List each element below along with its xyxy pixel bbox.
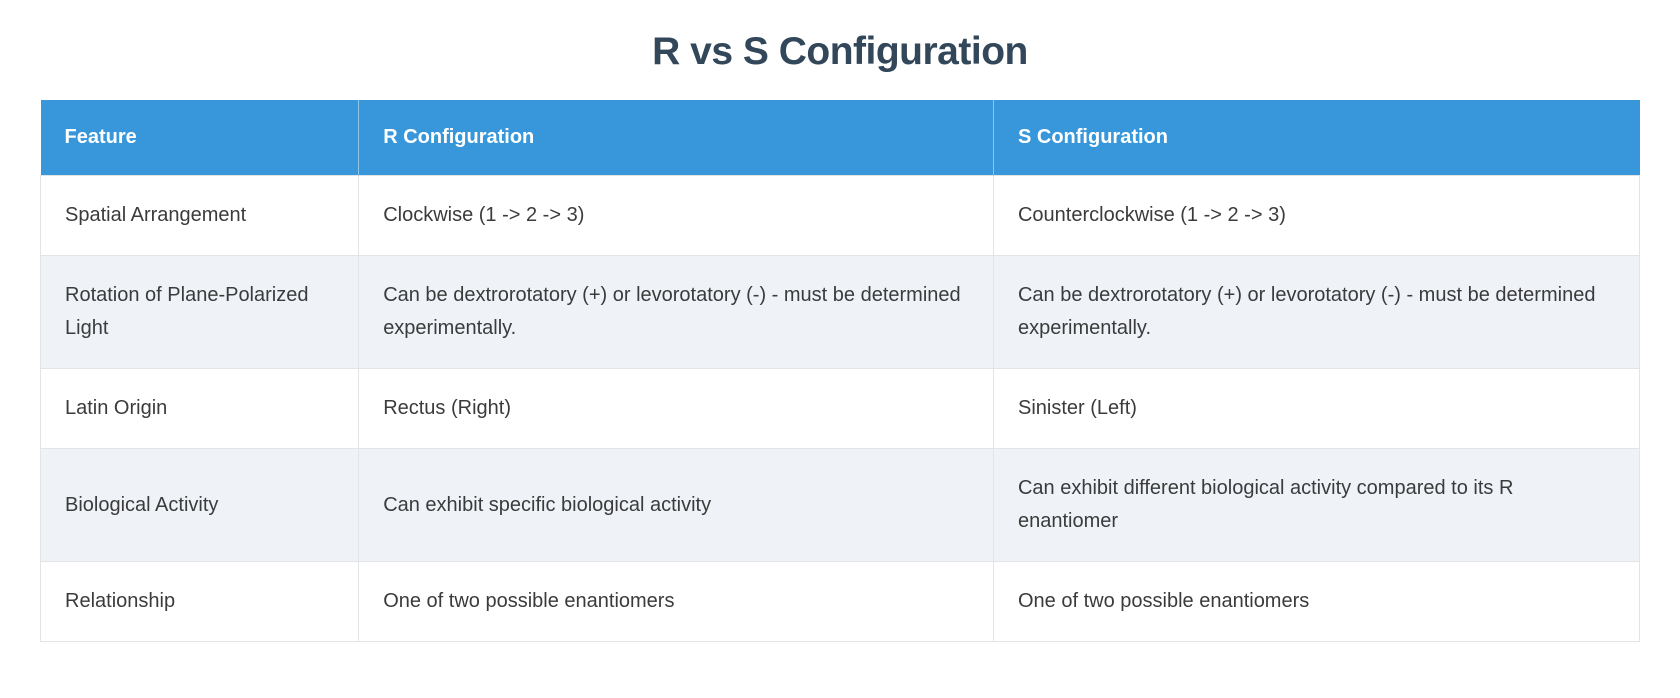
cell-feature: Spatial Arrangement — [39, 175, 360, 256]
column-header-feature: Feature — [40, 100, 360, 176]
table-row: Biological Activity Can exhibit specific… — [39, 448, 1641, 562]
cell-s-configuration: Can be dextrorotatory (+) or levorotator… — [992, 255, 1641, 369]
table-body: Spatial Arrangement Clockwise (1 -> 2 ->… — [39, 175, 1641, 642]
table-row: Latin Origin Rectus (Right) Sinister (Le… — [39, 368, 1641, 449]
table-row: Relationship One of two possible enantio… — [39, 561, 1641, 642]
table-header: Feature R Configuration S Configuration — [40, 100, 1640, 176]
cell-feature: Rotation of Plane-Polarized Light — [39, 255, 360, 369]
cell-r-configuration: Rectus (Right) — [358, 368, 994, 449]
cell-s-configuration: One of two possible enantiomers — [992, 561, 1641, 642]
table-container: Feature R Configuration S Configuration … — [0, 100, 1680, 642]
comparison-table: Feature R Configuration S Configuration … — [39, 100, 1641, 642]
cell-s-configuration: Can exhibit different biological activit… — [992, 448, 1641, 562]
header-row: Feature R Configuration S Configuration — [40, 100, 1640, 176]
column-header-r-configuration: R Configuration — [358, 100, 994, 176]
page-title: R vs S Configuration — [652, 30, 1028, 73]
cell-feature: Biological Activity — [39, 448, 360, 562]
cell-feature: Relationship — [39, 561, 360, 642]
cell-r-configuration: Clockwise (1 -> 2 -> 3) — [358, 175, 994, 256]
cell-s-configuration: Sinister (Left) — [992, 368, 1641, 449]
cell-r-configuration: One of two possible enantiomers — [358, 561, 994, 642]
cell-s-configuration: Counterclockwise (1 -> 2 -> 3) — [992, 175, 1641, 256]
column-header-s-configuration: S Configuration — [993, 100, 1640, 176]
cell-r-configuration: Can be dextrorotatory (+) or levorotator… — [358, 255, 994, 369]
table-row: Rotation of Plane-Polarized Light Can be… — [39, 255, 1641, 369]
cell-r-configuration: Can exhibit specific biological activity — [358, 448, 994, 562]
table-row: Spatial Arrangement Clockwise (1 -> 2 ->… — [39, 175, 1641, 256]
cell-feature: Latin Origin — [39, 368, 360, 449]
